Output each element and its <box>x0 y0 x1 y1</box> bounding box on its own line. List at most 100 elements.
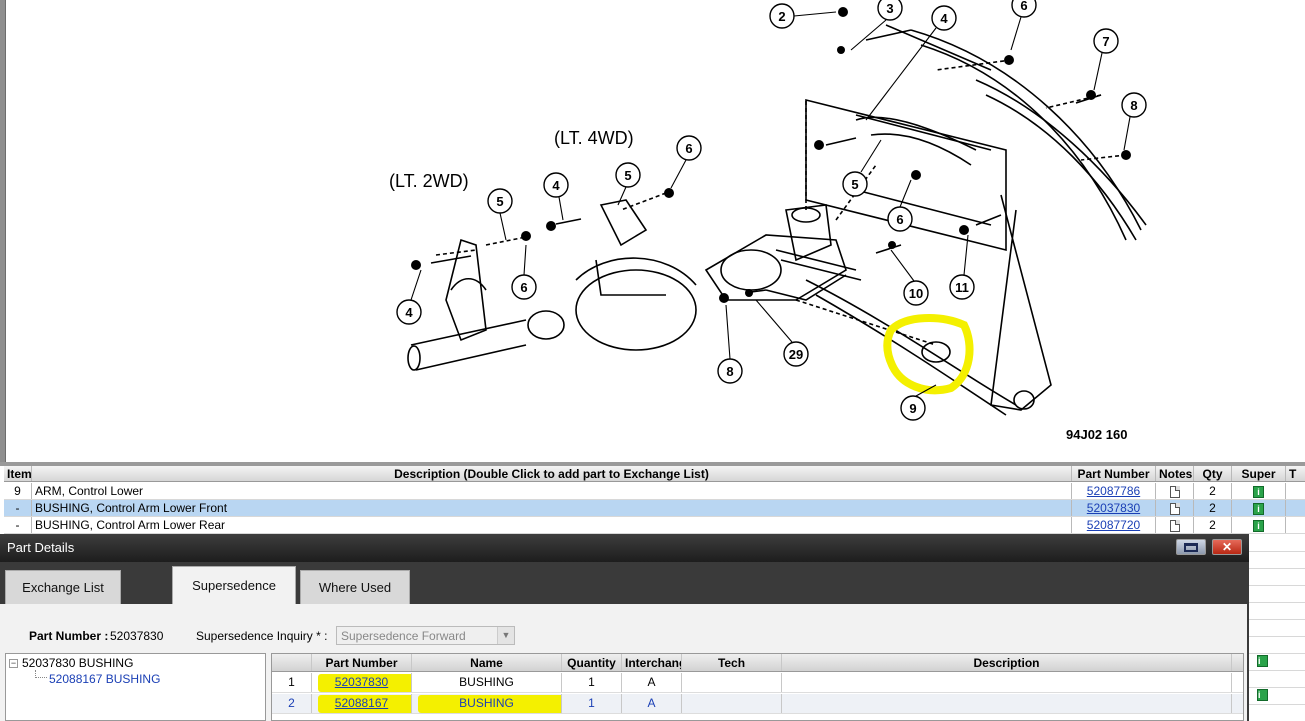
callout-8: 8 <box>1130 98 1137 113</box>
info-icon[interactable]: i <box>1253 519 1264 532</box>
tree-root-label: 52037830 BUSHING <box>22 656 134 670</box>
col-description[interactable]: Description <box>782 654 1232 671</box>
bushing-highlight <box>883 314 974 395</box>
part-number-link[interactable]: 52088167 <box>334 696 389 710</box>
callout-10: 10 <box>909 286 923 301</box>
col-filler <box>1232 654 1243 671</box>
splitter[interactable] <box>0 462 1305 466</box>
row-description: BUSHING, Control Arm Lower Front <box>32 500 1072 516</box>
row-name: BUSHING <box>412 673 562 692</box>
row-quantity: 1 <box>562 673 622 692</box>
part-number-label: Part Number : <box>29 629 109 643</box>
row-interchange: A <box>622 673 682 692</box>
callout-2: 2 <box>778 9 785 24</box>
row-name: BUSHING <box>459 696 514 710</box>
col-quantity[interactable]: Quantity <box>562 654 622 671</box>
illustration-ref-code: 94J02 160 <box>1066 427 1127 442</box>
tab-supersedence[interactable]: Supersedence <box>172 566 296 604</box>
callout-6: 6 <box>520 280 527 295</box>
tree-root[interactable]: −52037830 BUSHING <box>9 656 133 670</box>
row-item: 9 <box>4 483 32 499</box>
callout-3: 3 <box>886 1 893 16</box>
supersedence-inquiry-value: Supersedence Forward <box>341 629 466 643</box>
tree-connector <box>35 670 47 678</box>
maximize-icon <box>1184 543 1198 552</box>
col-part-number[interactable]: Part Number <box>312 654 412 671</box>
row-t <box>1286 517 1305 533</box>
supersedence-grid-header: Part Number Name Quantity Interchange Te… <box>272 654 1243 672</box>
table-row[interactable]: 9 ARM, Control Lower 52087786 2 i <box>4 483 1305 500</box>
parts-illustration: 2 3 4 6 7 8 5 6 6 4 5 4 6 5 10 11 29 8 9… <box>6 0 1305 462</box>
col-t[interactable]: T <box>1289 467 1297 481</box>
callout-6: 6 <box>1020 0 1027 13</box>
tab-strip: Exchange List Supersedence Where Used <box>0 562 1249 604</box>
row-qty: 2 <box>1194 517 1232 533</box>
supersedence-grid: Part Number Name Quantity Interchange Te… <box>271 653 1244 721</box>
table-row-selected[interactable]: - BUSHING, Control Arm Lower Front 52037… <box>4 500 1305 517</box>
callout-5: 5 <box>851 177 858 192</box>
maximize-button[interactable] <box>1176 539 1206 555</box>
callout-6: 6 <box>896 212 903 227</box>
row-qty: 2 <box>1194 483 1232 499</box>
parts-grid-continuation: i i <box>1249 534 1305 721</box>
inquiry-fields: Part Number : 52037830 Supersedence Inqu… <box>0 626 1249 646</box>
table-row[interactable]: - BUSHING, Control Arm Lower Rear 520877… <box>4 517 1305 534</box>
callout-8: 8 <box>726 364 733 379</box>
callout-7: 7 <box>1102 34 1109 49</box>
dialog-title: Part Details <box>0 534 1249 562</box>
chevron-down-icon[interactable]: ▼ <box>497 627 514 644</box>
info-icon[interactable]: i <box>1257 689 1268 701</box>
row-filler <box>1232 694 1243 713</box>
collapse-icon[interactable]: − <box>9 658 18 669</box>
part-number-value: 52037830 <box>110 629 164 643</box>
row-tech <box>682 694 782 713</box>
callout-4: 4 <box>405 305 413 320</box>
col-description[interactable]: Description (Double Click to add part to… <box>32 466 1072 481</box>
part-number-link[interactable]: 52037830 <box>1086 501 1141 515</box>
col-row-number <box>272 654 312 671</box>
close-button[interactable]: ✕ <box>1212 539 1242 555</box>
notes-icon[interactable] <box>1169 502 1180 515</box>
col-qty[interactable]: Qty <box>1194 466 1232 481</box>
window-edge <box>0 0 6 462</box>
notes-icon[interactable] <box>1169 519 1180 532</box>
callout-4: 4 <box>552 178 560 193</box>
table-row[interactable]: 1 52037830 BUSHING 1 A <box>272 673 1243 693</box>
part-details-dialog: Part Details ✕ Exchange List Supersedenc… <box>0 534 1249 721</box>
callout-29: 29 <box>789 347 803 362</box>
col-name[interactable]: Name <box>412 654 562 671</box>
col-super[interactable]: Super <box>1232 466 1286 481</box>
callout-5: 5 <box>624 168 631 183</box>
row-item: - <box>4 517 32 533</box>
part-number-link[interactable]: 52087786 <box>1086 484 1141 498</box>
parts-list-grid: Item Description (Double Click to add pa… <box>0 466 1305 534</box>
row-qty: 2 <box>1194 500 1232 516</box>
callout-5: 5 <box>496 194 503 209</box>
row-interchange: A <box>622 694 682 713</box>
col-notes[interactable]: Notes <box>1156 466 1194 481</box>
col-interchange[interactable]: Interchange <box>622 654 682 671</box>
label-lt-4wd: (LT. 4WD) <box>554 128 634 148</box>
tree-child[interactable]: 52088167 BUSHING <box>49 672 161 686</box>
col-part-number[interactable]: Part Number <box>1072 466 1156 481</box>
supersedence-inquiry-select[interactable]: Supersedence Forward ▼ <box>336 626 515 645</box>
notes-icon[interactable] <box>1169 485 1180 498</box>
tab-exchange-list[interactable]: Exchange List <box>5 570 121 604</box>
col-tech[interactable]: Tech <box>682 654 782 671</box>
col-item[interactable]: Item <box>4 466 32 481</box>
callout-6: 6 <box>685 141 692 156</box>
row-description <box>782 673 1232 692</box>
parts-grid-header: Item Description (Double Click to add pa… <box>4 466 1305 482</box>
part-number-link[interactable]: 52087720 <box>1086 518 1141 532</box>
info-icon[interactable]: i <box>1253 502 1264 515</box>
label-lt-2wd: (LT. 2WD) <box>389 171 469 191</box>
row-quantity: 1 <box>562 694 622 713</box>
part-number-link[interactable]: 52037830 <box>334 675 389 689</box>
row-item: - <box>4 500 32 516</box>
tab-where-used[interactable]: Where Used <box>300 570 410 604</box>
info-icon[interactable]: i <box>1253 485 1264 498</box>
table-row[interactable]: 2 52088167 BUSHING 1 A <box>272 694 1243 714</box>
supersedence-tree: −52037830 BUSHING 52088167 BUSHING <box>5 653 266 721</box>
info-icon[interactable]: i <box>1257 655 1268 667</box>
row-t <box>1286 483 1305 499</box>
